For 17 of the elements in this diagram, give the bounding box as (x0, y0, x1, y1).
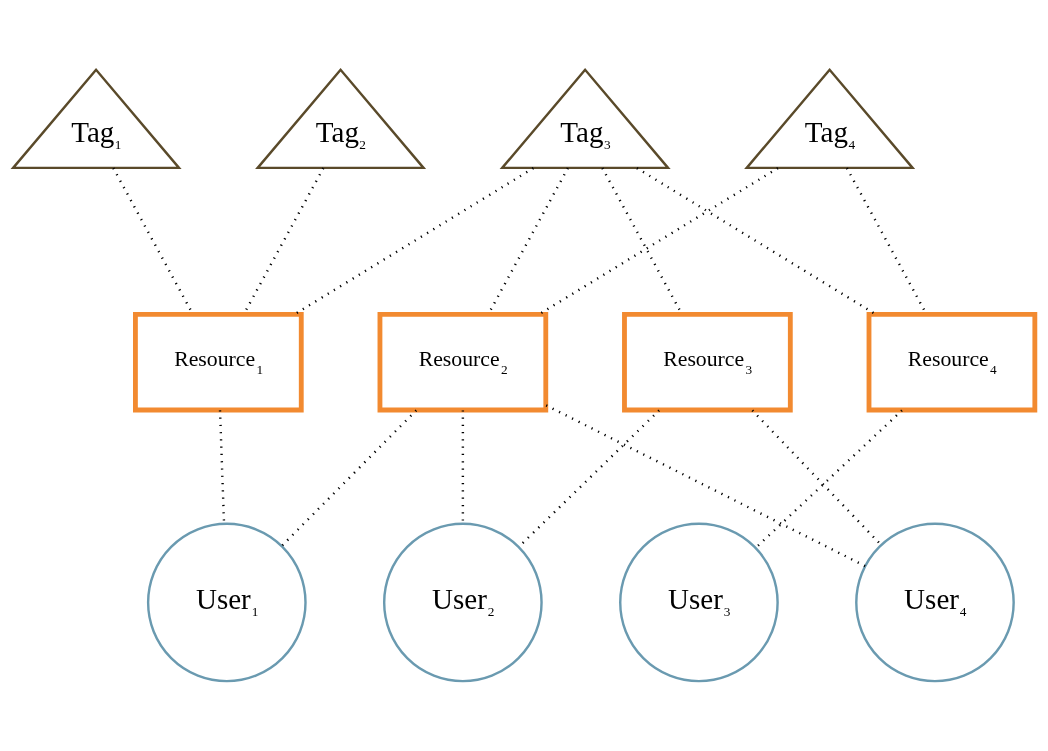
node-circle: User$_{4}$ (855, 522, 1015, 683)
connector (218, 410, 226, 524)
connector (636, 167, 877, 316)
node-circle: User$_{1}$ (146, 522, 307, 683)
node-box: Resource$_{2}$ (377, 311, 549, 413)
node-box: Resource$_{1}$ (133, 311, 304, 413)
connector (280, 409, 418, 547)
connector (538, 167, 779, 316)
connector (461, 410, 465, 524)
node-circle: User$_{3}$ (619, 522, 779, 683)
connector (294, 167, 534, 316)
node-box: Resource$_{3}$ (622, 311, 793, 413)
node-box: Resource$_{4}$ (866, 311, 1038, 413)
node-circle: User$_{2}$ (382, 522, 543, 683)
connector (755, 409, 903, 549)
connector (751, 409, 882, 546)
connector (545, 404, 866, 568)
